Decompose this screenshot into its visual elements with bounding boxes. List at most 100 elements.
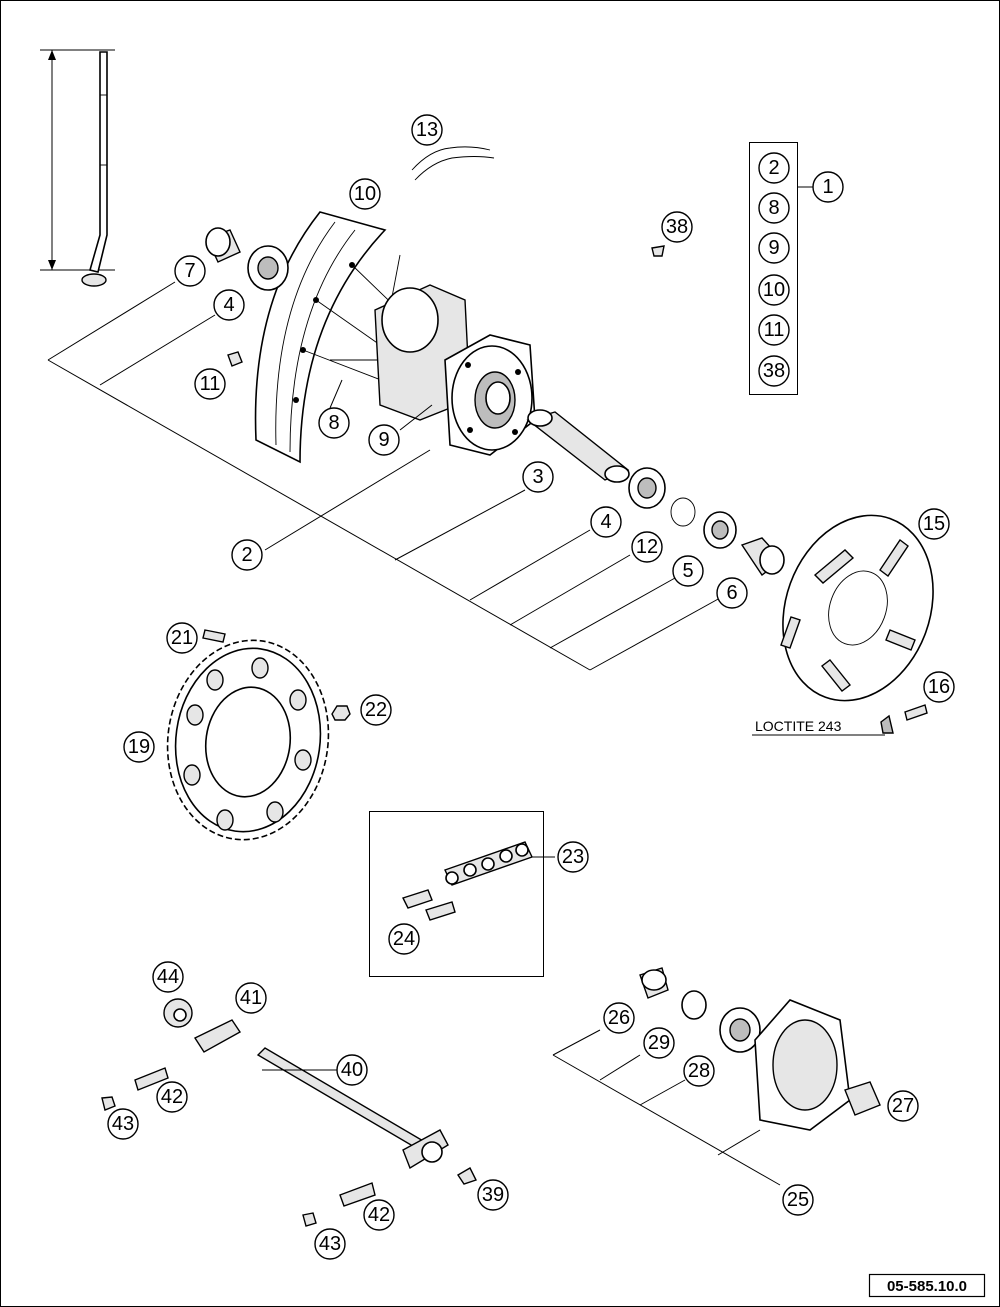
axle-adjuster-drawing (101, 998, 477, 1227)
svg-text:23: 23 (562, 846, 584, 868)
svg-text:9: 9 (378, 429, 389, 451)
document-code: 05-585.10.0 (887, 1278, 967, 1295)
callout-10: 10 (349, 178, 381, 210)
svg-text:41: 41 (240, 987, 262, 1009)
svg-text:40: 40 (341, 1059, 363, 1081)
svg-text:42: 42 (161, 1086, 183, 1108)
rim-tape-drawing (411, 146, 495, 181)
svg-text:38: 38 (763, 360, 785, 382)
svg-text:27: 27 (892, 1095, 914, 1117)
spoke-drawing (40, 49, 115, 287)
svg-text:3: 3 (532, 466, 543, 488)
svg-text:19: 19 (128, 736, 150, 758)
svg-text:25: 25 (787, 1189, 809, 1211)
svg-text:12: 12 (636, 536, 658, 558)
svg-text:11: 11 (764, 319, 785, 341)
callout-23: 23 (557, 841, 589, 873)
svg-text:13: 13 (416, 119, 438, 141)
svg-text:4: 4 (600, 511, 611, 533)
callout-15: 15 (918, 508, 950, 540)
svg-text:21: 21 (171, 627, 193, 649)
hub-drawing (374, 284, 536, 456)
svg-text:22: 22 (365, 699, 387, 721)
disc-bolt-drawing (752, 704, 928, 736)
svg-text:7: 7 (184, 260, 195, 282)
svg-text:42: 42 (368, 1204, 390, 1226)
callout-43-lower: 43 (314, 1228, 346, 1260)
kit-member-38: 38 (758, 355, 790, 387)
callout-16: 16 (923, 671, 955, 703)
main-leader-lines (47, 281, 721, 671)
kit-member-11: 11 (758, 314, 790, 346)
callout-13: 13 (411, 114, 443, 146)
kit-member-8: 8 (758, 192, 790, 224)
svg-text:8: 8 (328, 412, 339, 434)
callout-29: 29 (643, 1027, 675, 1059)
right-side-parts (526, 409, 785, 577)
callout-2: 2 (231, 539, 263, 571)
callout-7: 7 (174, 255, 206, 287)
svg-text:6: 6 (726, 582, 737, 604)
svg-text:24: 24 (393, 928, 415, 950)
callout-1: 1 (812, 171, 844, 203)
svg-text:2: 2 (768, 157, 779, 179)
callout-3: 3 (522, 461, 554, 493)
callout-22: 22 (360, 694, 392, 726)
svg-text:38: 38 (666, 216, 688, 238)
svg-text:28: 28 (688, 1060, 710, 1082)
kit-member-2: 2 (758, 152, 790, 184)
callout-6: 6 (716, 577, 748, 609)
svg-text:1: 1 (822, 176, 833, 198)
part-38-drawing (651, 245, 665, 257)
sprocket-carrier-drawing (552, 967, 881, 1186)
callout-44: 44 (152, 961, 184, 993)
callout-25: 25 (782, 1184, 814, 1216)
callout-42-upper: 42 (156, 1081, 188, 1113)
svg-text:15: 15 (923, 513, 945, 535)
svg-text:2: 2 (241, 544, 252, 566)
sprocket-bolt-drawing (202, 629, 226, 643)
callout-28: 28 (683, 1055, 715, 1087)
svg-text:16: 16 (928, 676, 950, 698)
document-code-box (868, 1273, 986, 1298)
callout-4-lower: 4 (590, 506, 622, 538)
sprocket-nut-drawing (331, 705, 351, 721)
callout-11: 11 (194, 368, 226, 400)
callout-43-upper: 43 (107, 1108, 139, 1140)
svg-text:4: 4 (223, 294, 234, 316)
callout-24: 24 (388, 923, 420, 955)
svg-text:10: 10 (763, 279, 785, 301)
kit-member-9: 9 (758, 232, 790, 264)
callout-8: 8 (318, 407, 350, 439)
svg-text:5: 5 (682, 560, 693, 582)
loctite-note: LOCTITE 243 (755, 718, 842, 734)
svg-text:26: 26 (608, 1007, 630, 1029)
callout-9: 9 (368, 424, 400, 456)
svg-text:29: 29 (648, 1032, 670, 1054)
callout-41: 41 (235, 982, 267, 1014)
svg-text:44: 44 (157, 966, 179, 988)
svg-text:43: 43 (319, 1233, 341, 1255)
brake-disc-drawing (780, 514, 934, 702)
sprocket-drawing (166, 639, 330, 841)
callout-21: 21 (166, 622, 198, 654)
kit-box (749, 142, 798, 395)
valve-drawing (227, 351, 243, 367)
svg-text:43: 43 (112, 1113, 134, 1135)
left-spacer-bearing (205, 227, 289, 291)
callout-12: 12 (631, 531, 663, 563)
svg-text:11: 11 (200, 373, 221, 395)
callout-26: 26 (603, 1002, 635, 1034)
svg-text:10: 10 (354, 183, 376, 205)
chain-box (369, 811, 544, 977)
callout-39: 39 (477, 1179, 509, 1211)
callout-4-upper: 4 (213, 289, 245, 321)
callout-5: 5 (672, 555, 704, 587)
kit-member-10: 10 (758, 274, 790, 306)
callout-40: 40 (336, 1054, 368, 1086)
callout-38: 38 (661, 211, 693, 243)
svg-text:8: 8 (768, 197, 779, 219)
svg-text:9: 9 (768, 237, 779, 259)
chain-drawing (402, 841, 555, 921)
